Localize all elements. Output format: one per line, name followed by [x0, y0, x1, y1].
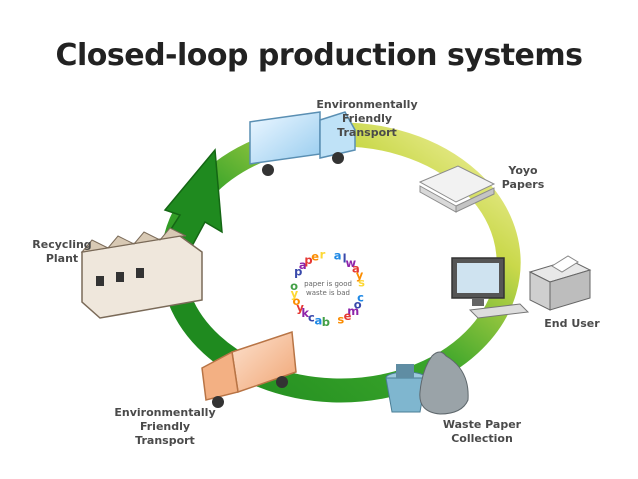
computer-icon	[451, 257, 530, 319]
brand-slogan-char: o	[290, 279, 298, 293]
brand-slogan-char: k	[301, 306, 309, 320]
brand-slogan-char: a	[334, 248, 342, 262]
paper-stack-icon	[418, 165, 496, 213]
brand-slogan-char: e	[311, 250, 319, 264]
svg-text:Waste Paper: Waste Paper	[443, 418, 522, 431]
brand-slogan-char: o	[354, 298, 362, 312]
svg-text:Friendly: Friendly	[140, 420, 190, 433]
brand-slogan-char	[331, 315, 335, 329]
svg-text:Friendly: Friendly	[342, 112, 392, 125]
brand-slogan-char: y	[356, 268, 364, 282]
brand-slogan-char: y	[296, 301, 304, 315]
page-title: Closed-loop production systems	[55, 38, 583, 73]
label-waste-collection: Waste Paper Collection	[443, 418, 522, 445]
label-yoyo-papers: Yoyo Papers	[502, 164, 545, 191]
brand-slogan-char: s	[358, 276, 365, 290]
brand-slogan-char: w	[345, 256, 356, 270]
brand-slogan-char: e	[344, 309, 352, 323]
brand-slogan-char: c	[308, 311, 315, 325]
svg-text:End User: End User	[544, 317, 600, 330]
brand-slogan-char: a	[299, 258, 307, 272]
brand-slogan-char: b	[322, 315, 330, 329]
brand-slogan-char: p	[294, 264, 302, 278]
brand-inner-line: paper is good	[304, 280, 352, 288]
svg-text:Environmentally: Environmentally	[316, 98, 417, 111]
truck-icon	[249, 111, 356, 176]
brand-slogan-char: a	[315, 314, 323, 328]
printer-icon	[528, 255, 592, 311]
brand-inner-line: waste is bad	[306, 289, 350, 297]
svg-text:Recycling: Recycling	[32, 238, 91, 251]
brand-slogan-char: a	[352, 262, 360, 276]
svg-text:Yoyo: Yoyo	[507, 164, 538, 177]
factory-icon	[80, 227, 203, 319]
brand-slogan-char: s	[337, 313, 344, 327]
garbage-bag-icon	[419, 351, 469, 415]
label-transport-bottom: Environmentally Friendly Transport	[114, 406, 215, 447]
svg-text:Plant: Plant	[46, 252, 78, 265]
svg-text:Environmentally: Environmentally	[114, 406, 215, 419]
truck-icon	[201, 330, 297, 408]
svg-text:Transport: Transport	[337, 126, 397, 139]
waste-bin-icon	[385, 364, 427, 413]
label-end-user: End User	[544, 317, 600, 330]
svg-text:Transport: Transport	[135, 434, 195, 447]
brand-slogan-char: r	[320, 247, 326, 261]
brand-slogan-char	[328, 247, 332, 261]
brand-slogan-char: o	[293, 294, 301, 308]
brand-slogan-char: l	[343, 251, 347, 265]
label-transport-top: Environmentally Friendly Transport	[316, 98, 417, 139]
brand-slogan-char: m	[347, 304, 359, 318]
brand-slogan-char: p	[304, 253, 312, 267]
brand-slogan-char: c	[357, 291, 364, 305]
label-recycling-plant: Recycling Plant	[32, 238, 91, 265]
svg-text:Collection: Collection	[451, 432, 513, 445]
svg-text:Papers: Papers	[502, 178, 545, 191]
brand-slogan-char: y	[291, 287, 299, 301]
